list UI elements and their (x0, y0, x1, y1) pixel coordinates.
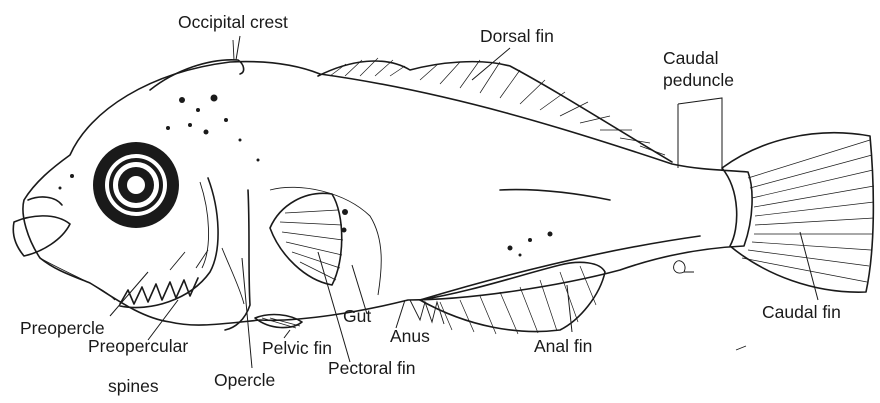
label-anal-fin: Anal fin (534, 336, 592, 356)
fish-body (13, 40, 752, 334)
label-occipital-crest: Occipital crest (178, 12, 288, 32)
label-caudal-peduncle-line1: Caudal (663, 48, 718, 68)
caudal-peduncle-box (678, 98, 722, 170)
label-preopercle: Preopercle (20, 318, 105, 338)
pencil-mark (674, 261, 694, 273)
label-opercle: Opercle (214, 370, 275, 390)
label-pectoral-fin: Pectoral fin (328, 358, 416, 378)
label-preopercular-spines-line2: spines (108, 376, 159, 396)
caudal-fin (722, 133, 874, 292)
pencil-stroke (736, 346, 746, 350)
label-caudal-fin: Caudal fin (762, 302, 841, 322)
label-gut: Gut (343, 306, 371, 326)
label-caudal-peduncle-line2: peduncle (663, 70, 734, 90)
label-pelvic-fin: Pelvic fin (262, 338, 332, 358)
label-dorsal-fin: Dorsal fin (480, 26, 554, 46)
label-anus: Anus (390, 326, 430, 346)
label-preopercular-spines-line1: Preopercular (88, 336, 188, 356)
